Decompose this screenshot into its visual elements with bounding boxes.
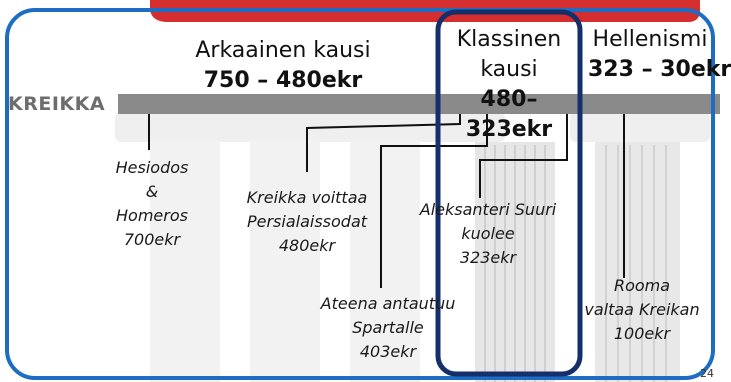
- event-persialaissodat: Kreikka voittaa Persialaissodat 480ekr: [232, 186, 382, 258]
- event-aleksanteri-suuri: Aleksanteri Suuri kuolee 323ekr: [418, 198, 558, 270]
- period-name: Klassinen kausi: [456, 27, 562, 82]
- period-hellenistic: Hellenismi 323 – 30ekr: [588, 25, 731, 85]
- event-line: Spartalle: [352, 318, 424, 337]
- period-dates: 750 – 480ekr: [203, 68, 363, 93]
- event-line: 480ekr: [278, 236, 336, 255]
- period-name: Arkaainen kausi: [195, 38, 371, 63]
- event-line: Kreikka voittaa: [246, 188, 368, 207]
- event-line: Homeros: [116, 206, 188, 225]
- event-line: Hesiodos: [115, 158, 189, 177]
- timeline-bar: [118, 94, 720, 114]
- event-line: 100ekr: [613, 324, 671, 343]
- band-label: KREIKKA: [8, 93, 106, 115]
- event-line: Ateena antautuu: [320, 294, 456, 313]
- event-line: kuolee: [461, 224, 515, 243]
- event-ateena-antautuu: Ateena antautuu Spartalle 403ekr: [318, 292, 458, 364]
- period-dates: 480– 323ekr: [465, 87, 553, 142]
- classical-period-highlight: [435, 9, 583, 377]
- event-line: valtaa Kreikan: [584, 300, 700, 319]
- faded-columns: [150, 140, 420, 382]
- event-rooma-valtaa: Rooma valtaa Kreikan 100ekr: [572, 274, 712, 346]
- fluted-column-center: [475, 142, 555, 382]
- period-archaic: Arkaainen kausi 750 – 480ekr: [188, 36, 378, 96]
- fluted-column-right: [595, 142, 680, 382]
- event-line: 403ekr: [359, 342, 417, 361]
- connector-ateena: [380, 114, 488, 288]
- outer-frame: [5, 8, 715, 380]
- event-line: 700ekr: [123, 230, 181, 249]
- period-name: Hellenismi: [592, 27, 708, 52]
- event-line: &: [145, 182, 159, 201]
- event-line: Persialaissodat: [246, 212, 368, 231]
- event-line: Aleksanteri Suuri: [419, 200, 557, 219]
- connector-persialaissodat: [306, 114, 461, 172]
- event-line: Rooma: [613, 276, 671, 295]
- period-dates: 323 – 30ekr: [588, 57, 731, 82]
- connector-aleksanteri: [479, 114, 568, 198]
- event-connectors: [148, 114, 625, 288]
- page-number: 24: [700, 367, 714, 380]
- period-classical: Klassinen kausi 480– 323ekr: [438, 25, 580, 145]
- event-line: 323ekr: [459, 248, 517, 267]
- column-capitals: [115, 112, 710, 142]
- event-hesiodos-homeros: Hesiodos & Homeros 700ekr: [102, 156, 202, 252]
